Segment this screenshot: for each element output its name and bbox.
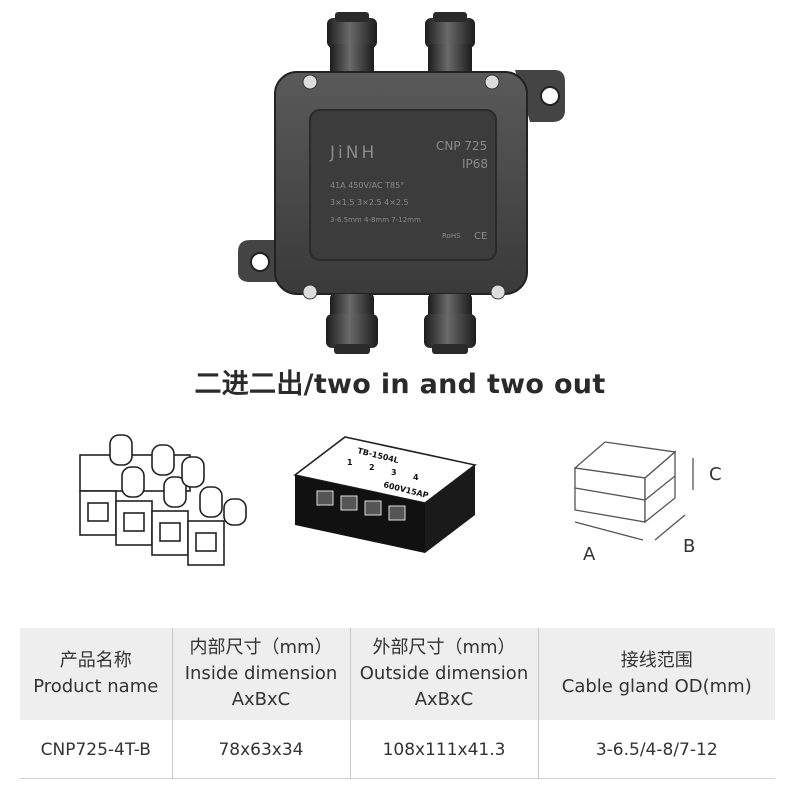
cell-cable-gland-od: 3-6.5/4-8/7-12 (538, 720, 775, 779)
header-outside-dimension-axes: AxBxC (414, 689, 474, 710)
bus-bar-drawing: TB-1504L 1 2 3 4 600V15AP (293, 436, 477, 553)
terminal-row-front (79, 456, 247, 566)
spec-table: 产品名称 Product name 内部尺寸（mm） Inside dimens… (20, 628, 775, 779)
cell-product-name: CNP725-4T-B (20, 720, 173, 779)
header-inside-dimension-zh: 内部尺寸（mm） (189, 637, 333, 658)
header-inside-dimension-en: Inside dimension (184, 663, 338, 684)
rating-label: IP68 (462, 157, 488, 171)
product-image: JiNH CNP 725 IP68 41A 450V/AC T85° 3×1.5… (238, 12, 565, 354)
dimension-label-b: B (683, 536, 695, 557)
headline: 二进二出/two in and two out (194, 369, 606, 400)
header-outside-dimension-zh: 外部尺寸（mm） (372, 637, 516, 658)
header-outside-dimension: 外部尺寸（mm） Outside dimension AxBxC (350, 628, 539, 721)
model-label: CNP 725 (436, 139, 487, 153)
cable-gland-top-right (425, 12, 475, 78)
busbar-terminal-3: 3 (391, 468, 397, 477)
lid-panel (309, 109, 497, 261)
header-product-name-zh: 产品名称 (59, 650, 132, 671)
header-outside-dimension-en: Outside dimension (359, 663, 529, 684)
ce-mark: CE (474, 231, 487, 242)
busbar-terminal-2: 2 (369, 463, 375, 472)
dimension-diagram: A B C (573, 441, 722, 565)
rohs-mark: RoHS (442, 232, 461, 240)
cable-gland-bottom-right (424, 294, 476, 354)
cell-outside-dimension: 108x111x41.3 (350, 720, 539, 779)
header-cable-gland-zh: 接线范围 (620, 650, 693, 671)
header-cable-gland-en: Cable gland OD(mm) (561, 676, 752, 697)
cell-inside-dimension: 78x63x34 (172, 720, 351, 779)
spec-line-3: 3-6.5mm 4-8mm 7-12mm (330, 216, 421, 224)
header-product-name-en: Product name (33, 676, 159, 697)
terminal-block-drawing (79, 434, 247, 566)
busbar-terminal-4: 4 (413, 473, 419, 482)
brand-logo: JiNH (329, 143, 377, 163)
table-row: CNP725-4T-B 78x63x34 108x111x41.3 3-6.5/… (20, 720, 775, 779)
spec-line-1: 41A 450V/AC T85° (330, 181, 404, 190)
header-inside-dimension: 内部尺寸（mm） Inside dimension AxBxC (172, 628, 351, 721)
cable-gland-top-left (327, 12, 377, 78)
spec-line-2: 3×1.5 3×2.5 4×2.5 (330, 198, 409, 207)
header-inside-dimension-axes: AxBxC (231, 689, 291, 710)
dimension-label-c: C (709, 464, 722, 485)
dimension-label-a: A (583, 544, 596, 565)
busbar-terminal-1: 1 (347, 458, 353, 467)
header-cable-gland: 接线范围 Cable gland OD(mm) (538, 628, 775, 721)
cable-gland-bottom-left (326, 294, 378, 354)
spec-table-header-row: 产品名称 Product name 内部尺寸（mm） Inside dimens… (20, 628, 775, 721)
header-product-name: 产品名称 Product name (20, 628, 173, 721)
